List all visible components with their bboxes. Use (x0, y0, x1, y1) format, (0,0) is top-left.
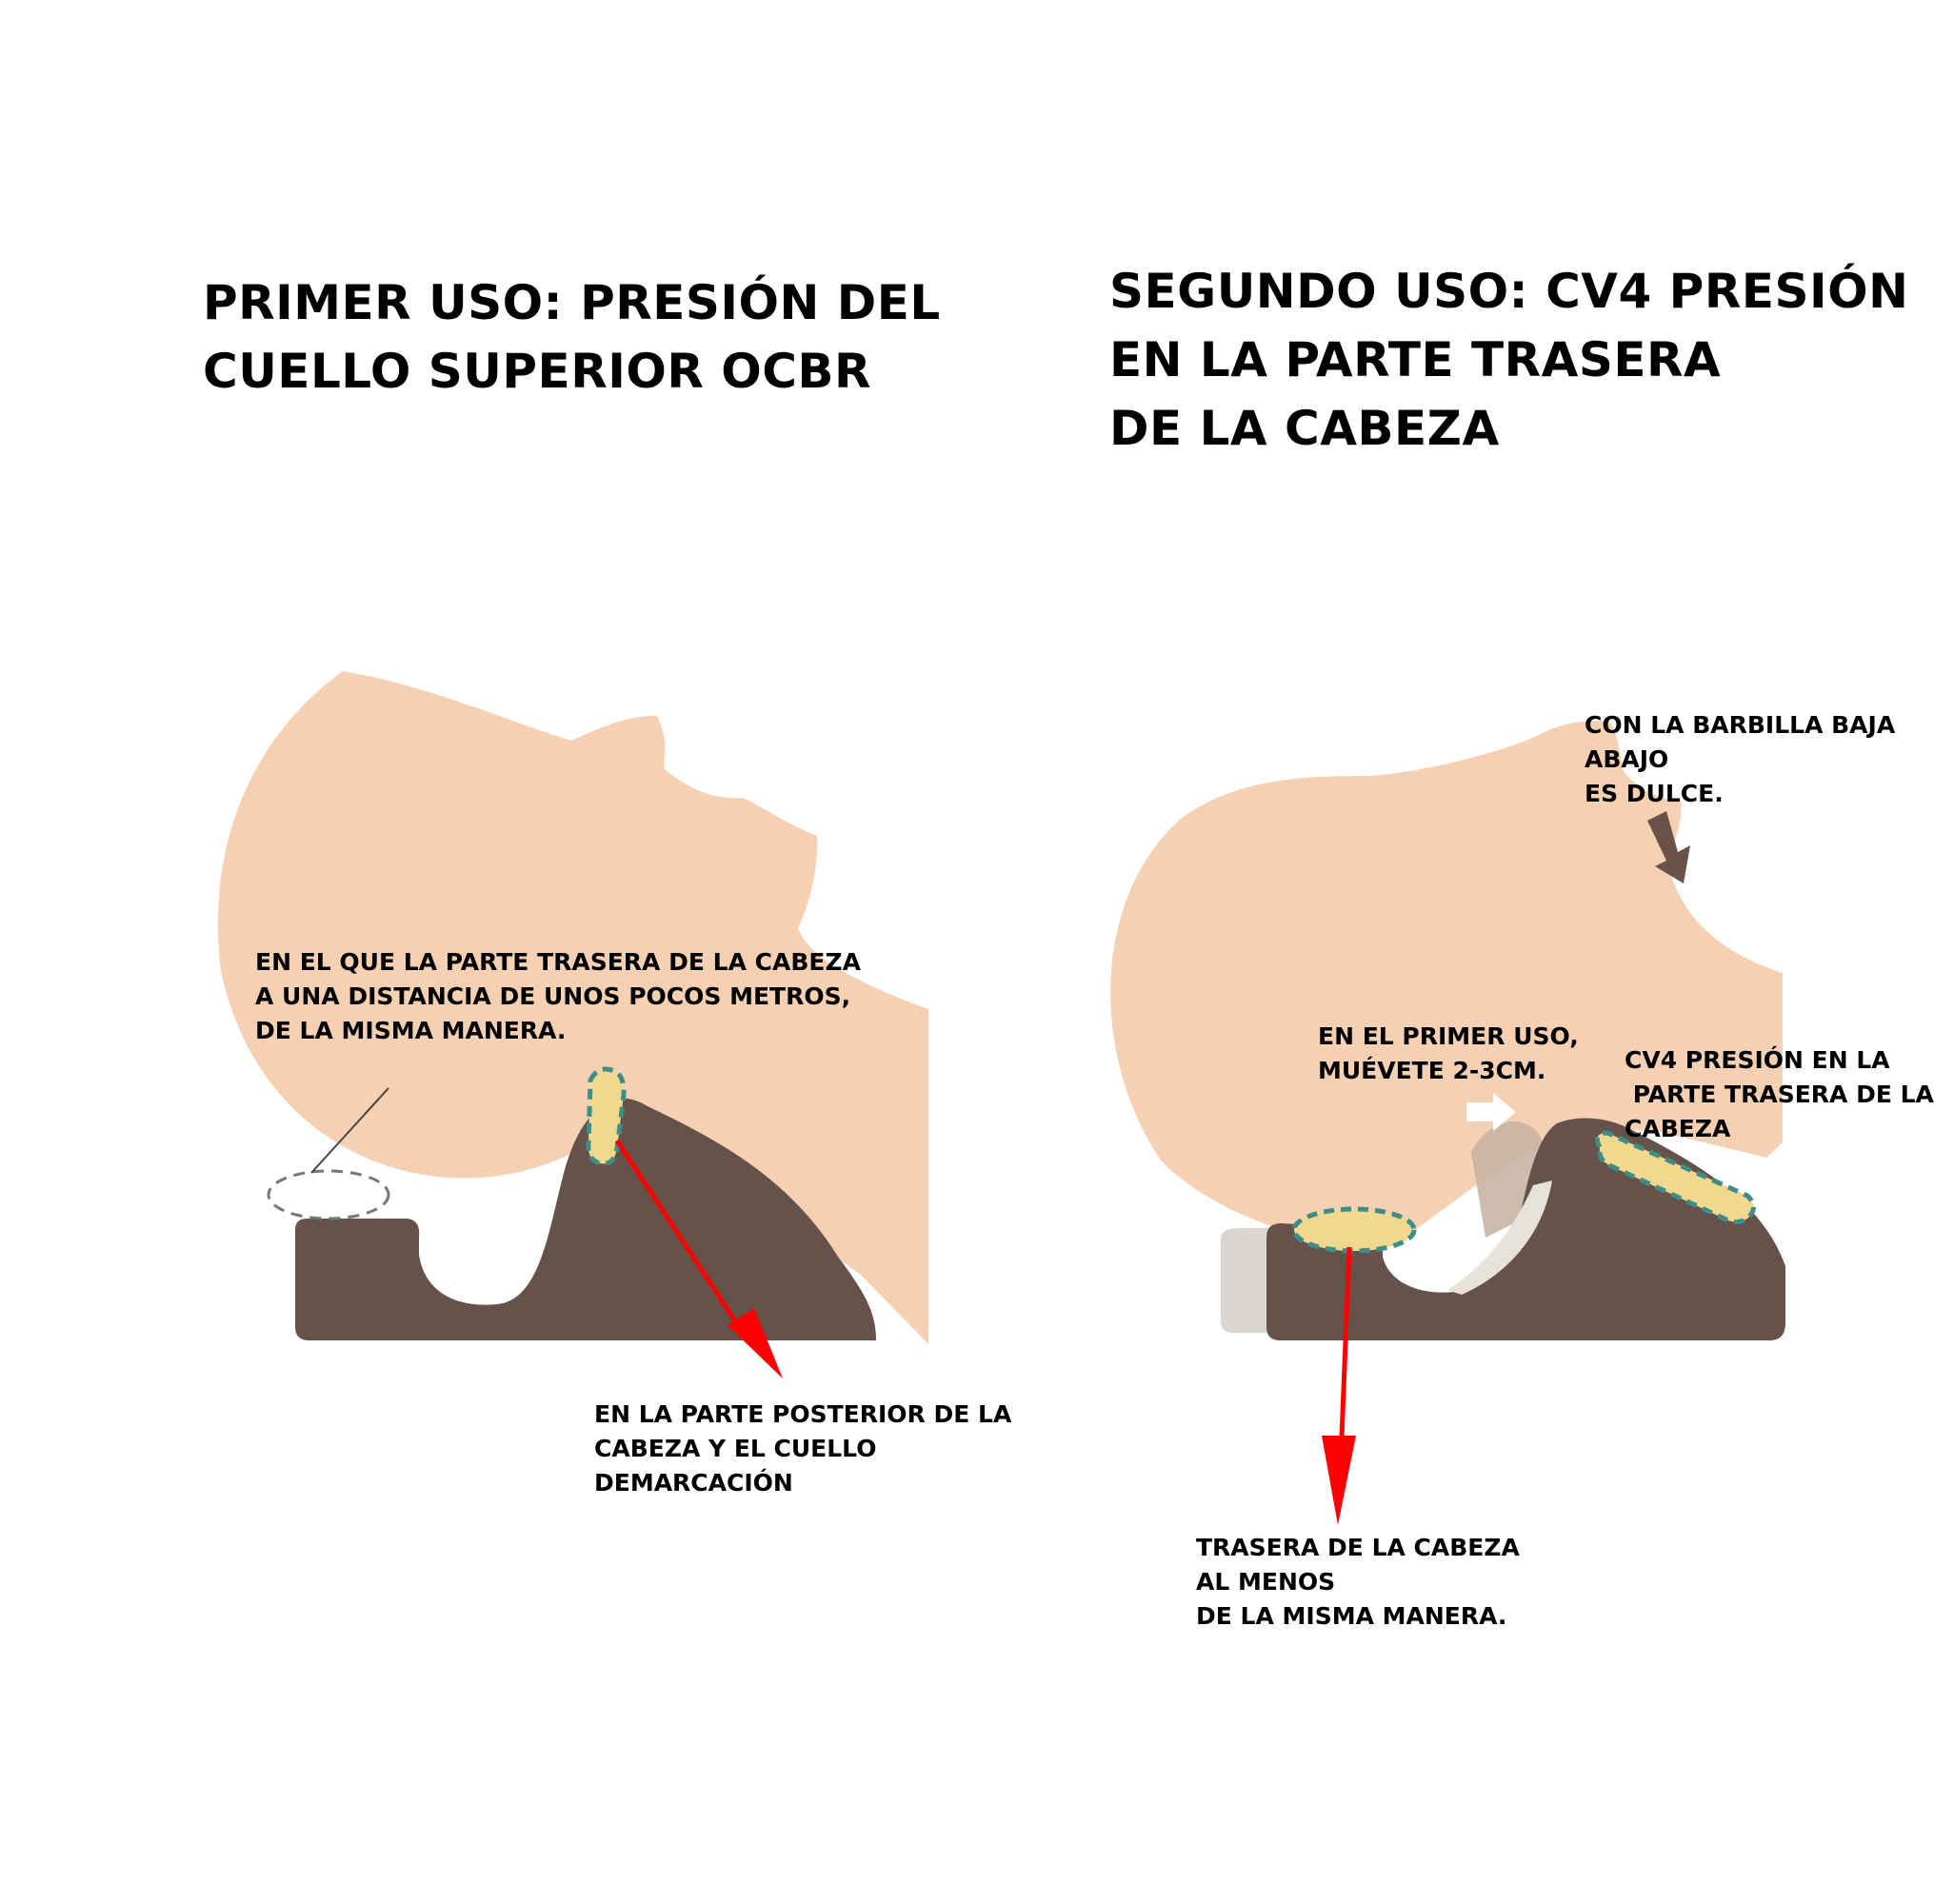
chin-note-line-3: ES DULCE. (1585, 780, 1724, 807)
right-title-line-1: SEGUNDO USO: CV4 PRESIÓN (1109, 264, 1909, 319)
right-back-head-note-line-1: TRASERA DE LA CABEZA (1196, 1534, 1520, 1561)
left-demarcation-arrow-shaft (614, 1139, 746, 1335)
left-head-leader-line (310, 1087, 389, 1174)
chin-note-line-2: ABAJO (1585, 745, 1669, 773)
left-head-note: EN EL QUE LA PARTE TRASERA DE LA CABEZA … (255, 945, 861, 1048)
left-demarcation-note-line-1: EN LA PARTE POSTERIOR DE LA (594, 1400, 1012, 1428)
right-title-line-2: EN LA PARTE TRASERA (1109, 332, 1722, 387)
right-back-head-note-line-3: DE LA MISMA MANERA. (1196, 1602, 1507, 1630)
right-head-and-neck (1110, 721, 1783, 1243)
right-title: SEGUNDO USO: CV4 PRESIÓN EN LA PARTE TRA… (1109, 257, 1908, 463)
right-back-head-note-line-2: AL MENOS (1196, 1568, 1336, 1596)
chin-note: CON LA BARBILLA BAJA ABAJO ES DULCE. (1585, 708, 1895, 811)
left-head-note-line-2: A UNA DISTANCIA DE UNOS POCOS METROS, (255, 982, 851, 1010)
cv4-note-line-2: PARTE TRASERA DE LA (1625, 1081, 1934, 1108)
left-pillow (295, 1098, 876, 1340)
left-title-line-1: PRIMER USO: PRESIÓN DEL (203, 275, 941, 330)
left-head-distance-indicator (267, 1169, 390, 1220)
left-illustration (217, 671, 928, 1378)
left-title-line-2: CUELLO SUPERIOR OCBR (203, 344, 872, 399)
move-right-arrow (1466, 1093, 1516, 1131)
right-back-head-note: TRASERA DE LA CABEZA AL MENOS DE LA MISM… (1196, 1531, 1520, 1634)
right-illustration (1110, 721, 1785, 1525)
move-note-line-2: MUÉVETE 2-3CM. (1318, 1057, 1546, 1084)
left-head-note-line-3: DE LA MISMA MANERA. (255, 1017, 567, 1044)
left-demarcation-note-line-2: CABEZA Y EL CUELLO (594, 1435, 877, 1462)
left-head-note-line-1: EN EL QUE LA PARTE TRASERA DE LA CABEZA (255, 948, 861, 976)
left-title: PRIMER USO: PRESIÓN DEL CUELLO SUPERIOR … (203, 268, 941, 406)
right-title-line-3: DE LA CABEZA (1109, 401, 1500, 456)
chin-note-line-1: CON LA BARBILLA BAJA (1585, 711, 1896, 739)
move-note: EN EL PRIMER USO, MUÉVETE 2-3CM. (1318, 1020, 1579, 1088)
right-back-head-arrow-head (1322, 1436, 1356, 1525)
chin-down-arrow (1647, 811, 1690, 883)
cv4-note: CV4 PRESIÓN EN LA PARTE TRASERA DE LA CA… (1625, 1043, 1934, 1146)
move-note-line-1: EN EL PRIMER USO, (1318, 1022, 1579, 1050)
left-demarcation-note-line-3: DEMARCACIÓN (594, 1469, 793, 1497)
left-demarcation-note: EN LA PARTE POSTERIOR DE LA CABEZA Y EL … (594, 1398, 1011, 1500)
left-demarcation-arrow-head (728, 1308, 783, 1378)
cv4-note-line-3: CABEZA (1625, 1115, 1731, 1142)
right-cv4-pressure-zone (1594, 1130, 1756, 1225)
cv4-note-line-1: CV4 PRESIÓN EN LA (1625, 1046, 1890, 1074)
right-headrest-pressure-zone (1291, 1206, 1417, 1254)
right-neck-rise (1447, 1180, 1552, 1295)
left-neck-pressure-zone (586, 1066, 627, 1166)
